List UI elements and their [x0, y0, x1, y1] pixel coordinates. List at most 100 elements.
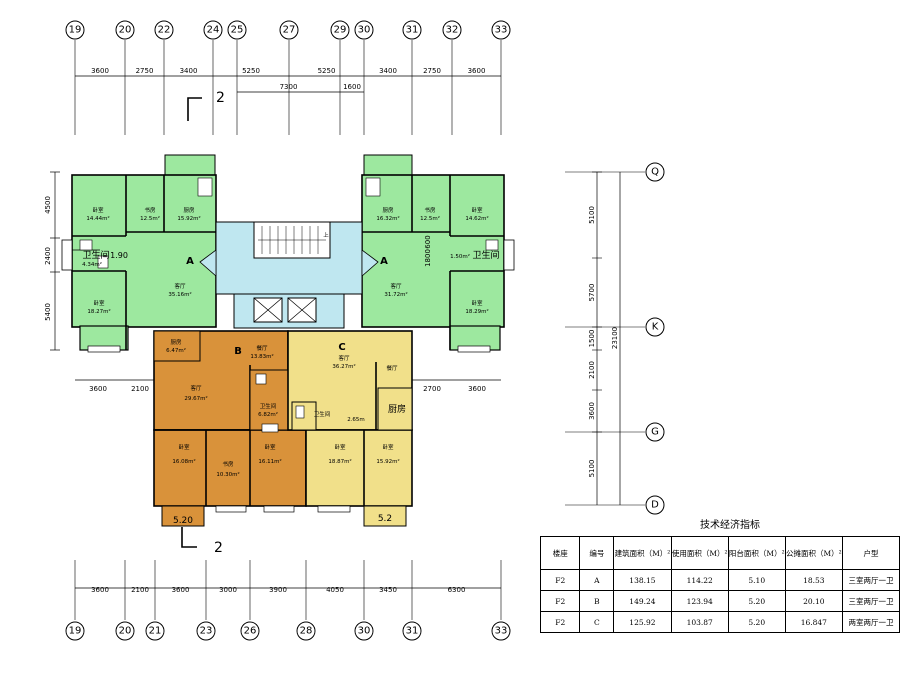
table-header-cell: 建筑面积（M）²: [613, 536, 672, 570]
svg-text:客厅: 客厅: [390, 282, 402, 290]
svg-text:书房: 书房: [424, 206, 436, 214]
dimension-label: 3600: [172, 586, 190, 594]
table-cell: 103.87: [670, 611, 729, 633]
unit-a-right: 厨房 16.32m² 书房 12.5m² 卧室 14.62m² 卫生间 1.50…: [361, 154, 515, 353]
axis-label: 30: [358, 626, 371, 637]
axis-label: 19: [69, 25, 82, 36]
svg-text:36.27m²: 36.27m²: [332, 363, 355, 370]
svg-text:1.90: 1.90: [110, 251, 128, 260]
table-cell: 125.92: [613, 611, 672, 633]
table-cell: 138.15: [613, 569, 672, 591]
dimension-label: 3000: [219, 586, 237, 594]
axis-bubble: [402, 621, 422, 641]
table-cell: 149.24: [613, 590, 672, 612]
dimension-label: 2100: [131, 586, 149, 594]
dimension-total: 23100: [611, 327, 619, 349]
axis-bubble: [402, 20, 422, 40]
unit-b: 厨房 6.47m² 餐厅 13.83m² 客厅 29.67m² 卫生间 6.82…: [153, 330, 307, 527]
svg-text:厨房: 厨房: [183, 206, 195, 214]
svg-text:6.82m²: 6.82m²: [258, 411, 278, 418]
dimension-label: 6300: [448, 586, 466, 594]
axis-bubble: [145, 621, 165, 641]
svg-text:厨房: 厨房: [388, 403, 406, 415]
svg-text:客厅: 客厅: [174, 282, 186, 290]
svg-text:卧室: 卧室: [334, 443, 346, 451]
section-mark-bottom: 2: [181, 527, 223, 556]
table-header-cell: 户型: [841, 536, 900, 570]
dimension-label: 2750: [423, 67, 441, 75]
svg-text:12.5m²: 12.5m²: [140, 215, 160, 222]
svg-text:厨房: 厨房: [170, 338, 182, 346]
axis-bubble: [354, 20, 374, 40]
axis-label: 21: [149, 626, 162, 637]
table-cell: 16.847: [784, 611, 843, 633]
svg-text:12.5m²: 12.5m²: [420, 215, 440, 222]
table-cell: 20.10: [784, 590, 843, 612]
svg-text:13.83m²: 13.83m²: [250, 353, 273, 360]
svg-text:卧室: 卧室: [178, 443, 190, 451]
table-cell: A: [579, 569, 615, 591]
svg-text:客厅: 客厅: [190, 384, 202, 392]
svg-text:卧室: 卧室: [471, 299, 483, 307]
axis-label: 29: [334, 25, 347, 36]
axis-label: 33: [495, 626, 508, 637]
left-dim-3: 5400: [44, 303, 52, 321]
axis-label: 22: [158, 25, 171, 36]
svg-text:14.62m²: 14.62m²: [465, 215, 488, 222]
svg-text:1.50m²: 1.50m²: [450, 253, 470, 260]
svg-text:16.32m²: 16.32m²: [376, 215, 399, 222]
table-header-cell: 楼座: [539, 536, 581, 570]
svg-text:卧室: 卧室: [92, 206, 104, 214]
left-dim-2: 2400: [44, 247, 52, 265]
dimension-label: 5250: [318, 67, 336, 75]
table-cell: B: [579, 590, 615, 612]
axis-label: 33: [495, 25, 508, 36]
axis-bubble: [279, 20, 299, 40]
axis-label: 32: [446, 25, 459, 36]
dimension-label: 5100: [588, 460, 596, 478]
unit-a-left: 卧室 14.44m² 书房 12.5m² 厨房 15.92m² 卫生间 1.90…: [61, 154, 217, 353]
axis-bubble: [196, 621, 216, 641]
svg-text:31.72m²: 31.72m²: [384, 291, 407, 298]
svg-text:18.87m²: 18.87m²: [328, 458, 351, 465]
svg-text:2: 2: [214, 540, 223, 556]
axis-bubble: [154, 20, 174, 40]
svg-text:10.30m²: 10.30m²: [216, 471, 239, 478]
dimension-label: 3450: [379, 586, 397, 594]
dimension-label: 3600: [91, 586, 109, 594]
core-stair-elevator: 上: [199, 221, 379, 329]
svg-text:3600: 3600: [468, 385, 486, 393]
axis-bubble: [115, 621, 135, 641]
svg-text:2700: 2700: [423, 385, 441, 393]
dimension-label: 2100: [588, 361, 596, 379]
svg-text:18.29m²: 18.29m²: [465, 308, 488, 315]
axis-label: Q: [651, 167, 659, 178]
svg-text:15.92m²: 15.92m²: [177, 215, 200, 222]
axis-label: 19: [69, 626, 82, 637]
table-cell: 5.10: [727, 569, 786, 591]
svg-text:35.16m²: 35.16m²: [168, 291, 191, 298]
axis-bubble: [354, 621, 374, 641]
svg-text:18.27m²: 18.27m²: [87, 308, 110, 315]
dimension-label: 3600: [588, 402, 596, 420]
table-cell: F2: [539, 611, 581, 633]
axis-bubble: [442, 20, 462, 40]
dimension-label: 3400: [180, 67, 198, 75]
axis-label: 26: [244, 626, 257, 637]
dimension-label: 2750: [136, 67, 154, 75]
svg-text:卫生间: 卫生间: [260, 402, 277, 410]
svg-text:2.65m: 2.65m: [347, 417, 365, 423]
axis-label: 23: [200, 626, 213, 637]
axis-label: 28: [300, 626, 313, 637]
axis-bubble: [296, 621, 316, 641]
axis-label: K: [652, 322, 659, 333]
svg-text:4.34m²: 4.34m²: [82, 261, 102, 268]
axis-bubble: [65, 621, 85, 641]
svg-text:厨房: 厨房: [382, 206, 394, 214]
table-cell: 两室两厅一卫: [841, 611, 900, 633]
dimension-label: 3900: [269, 586, 287, 594]
